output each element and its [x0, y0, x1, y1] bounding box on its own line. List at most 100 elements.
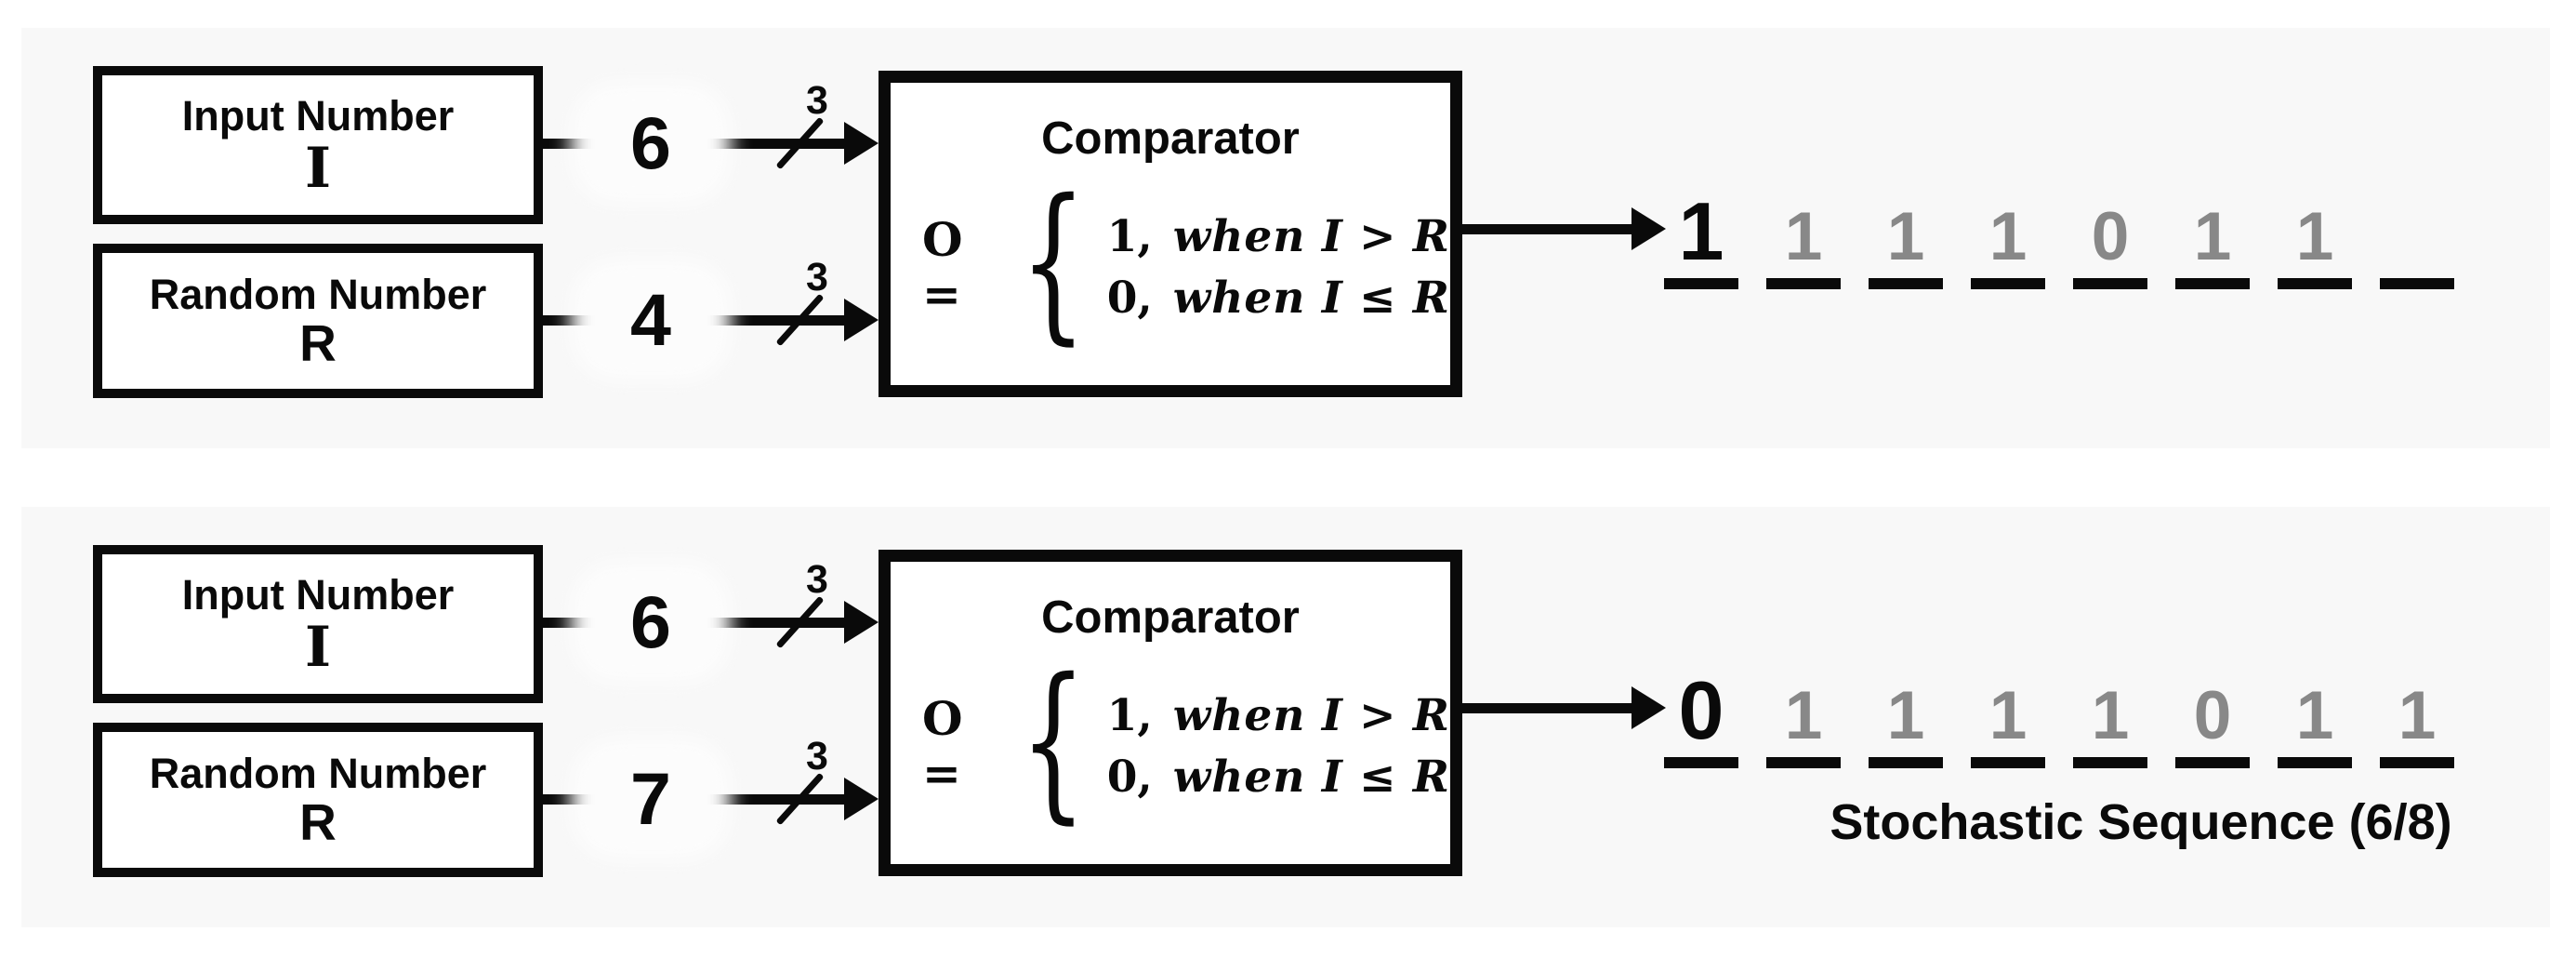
input-value: 6 — [630, 580, 671, 663]
sequence-digit: 1 — [1784, 678, 1823, 754]
case-value: 1, — [1106, 689, 1153, 741]
sequence-underscore — [1869, 278, 1943, 289]
sequence-underscore — [2073, 278, 2147, 289]
sequence-underscore — [1766, 278, 1841, 289]
sequence-slot: 0 — [2073, 175, 2147, 289]
sequence-slot: 1 — [2380, 654, 2454, 768]
random-value: 4 — [630, 278, 671, 361]
sequence-slot: 0 — [2175, 654, 2250, 768]
sequence-slot: 1 — [1766, 175, 1841, 289]
formula-case-row: 1, when I > R — [1107, 685, 1450, 746]
sequence-slot: 1 — [1664, 175, 1738, 289]
sequence-underscore — [2175, 757, 2250, 768]
sequence-slot: 1 — [2175, 175, 2250, 289]
arrowhead-icon — [844, 122, 878, 165]
sequence-digit: 1 — [2193, 199, 2232, 275]
sequence-caption: Stochastic Sequence (6/8) — [1830, 794, 2452, 850]
output-wire — [1462, 703, 1632, 713]
case-value: 0, — [1106, 272, 1153, 324]
stochastic-sequence: 1 1 1 1 0 1 1 — [1664, 175, 2454, 289]
sequence-underscore — [1971, 278, 2045, 289]
wire-value-halo — [571, 738, 731, 860]
comparator-box: Comparator O = { 1, when I > R 0, when I… — [878, 550, 1462, 876]
sequence-slot: 1 — [2073, 654, 2147, 768]
comparator-formula: O = { 1, when I > R 0, when I ≤ R — [922, 163, 1450, 360]
case-condition: when I ≤ R — [1172, 751, 1450, 803]
formula-brace-icon: { — [1019, 163, 1087, 360]
bus-width-label: 3 — [806, 77, 828, 123]
box-title: Input Number — [181, 92, 455, 140]
random-number-box: Random Number R — [93, 723, 543, 877]
sequence-underscore — [2175, 278, 2250, 289]
arrowhead-icon — [844, 778, 878, 820]
sequence-slot: 1 — [2278, 175, 2352, 289]
case-value: 0, — [1106, 751, 1153, 803]
comparator-box: Comparator O = { 1, when I > R 0, when I… — [878, 71, 1462, 397]
random-number-box: Random Number R — [93, 244, 543, 398]
sequence-digit: 1 — [2295, 678, 2334, 754]
comparator-formula: O = { 1, when I > R 0, when I ≤ R — [922, 642, 1450, 839]
sequence-underscore — [1869, 757, 1943, 768]
box-symbol: I — [304, 614, 332, 680]
comparator-title: Comparator — [1041, 113, 1300, 164]
output-wire — [1462, 224, 1632, 234]
sequence-underscore — [1766, 757, 1841, 768]
sequence-slot — [2380, 175, 2454, 289]
generation-step-panel-1: Input Number I Random Number R 6 3 4 3 C… — [21, 28, 2550, 448]
sequence-slot: 1 — [1971, 654, 2045, 768]
wire-value-halo — [571, 561, 731, 684]
arrowhead-icon — [1631, 686, 1666, 729]
wire-value-halo — [571, 82, 731, 205]
formula-case-row: 0, when I ≤ R — [1107, 746, 1450, 807]
sequence-underscore — [1664, 757, 1738, 768]
generation-step-panel-2: Input Number I Random Number R 6 3 7 3 C… — [21, 507, 2550, 927]
sequence-digit: 1 — [1988, 199, 2028, 275]
case-condition: when I ≤ R — [1172, 272, 1450, 324]
box-symbol: I — [304, 135, 332, 201]
sequence-underscore — [2278, 278, 2352, 289]
sequence-slot: 1 — [1869, 175, 1943, 289]
sequence-underscore — [2073, 757, 2147, 768]
sequence-slot: 1 — [1971, 175, 2045, 289]
box-symbol: R — [299, 314, 337, 373]
formula-output-symbol: O = — [922, 212, 966, 322]
formula-case-row: 1, when I > R — [1107, 206, 1450, 267]
sequence-slot: 1 — [1766, 654, 1841, 768]
sequence-underscore — [2380, 278, 2454, 289]
arrowhead-icon — [844, 299, 878, 341]
comparator-title: Comparator — [1041, 592, 1300, 643]
formula-case-row: 0, when I ≤ R — [1107, 267, 1450, 328]
formula-cases: 1, when I > R 0, when I ≤ R — [1107, 685, 1450, 807]
formula-brace-icon: { — [1019, 642, 1087, 839]
sequence-slot: 1 — [1869, 654, 1943, 768]
sequence-digit: 1 — [2398, 678, 2437, 754]
sequence-digit: 1 — [1886, 678, 1925, 754]
sequence-digit: 0 — [2193, 678, 2232, 754]
sequence-digit: 1 — [1784, 199, 1823, 275]
sequence-underscore — [2278, 757, 2352, 768]
input-number-box: Input Number I — [93, 66, 543, 224]
sequence-underscore — [1664, 278, 1738, 289]
bus-width-label: 3 — [806, 556, 828, 602]
sequence-digit: 1 — [2091, 678, 2130, 754]
sequence-underscore — [2380, 757, 2454, 768]
random-value: 7 — [630, 757, 671, 840]
sequence-digit: 1 — [1886, 199, 1925, 275]
box-title: Random Number — [149, 270, 487, 318]
bus-width-label: 3 — [806, 733, 828, 778]
formula-output-symbol: O = — [922, 691, 966, 801]
stochastic-sequence: 0 1 1 1 1 0 1 1 — [1664, 654, 2454, 768]
input-number-box: Input Number I — [93, 545, 543, 703]
bus-width-label: 3 — [806, 254, 828, 299]
box-title: Input Number — [181, 571, 455, 619]
sequence-slot: 1 — [2278, 654, 2352, 768]
case-value: 1, — [1106, 210, 1153, 262]
sequence-digit: 1 — [1988, 678, 2028, 754]
box-title: Random Number — [149, 749, 487, 797]
sequence-digit: 0 — [2091, 199, 2130, 275]
sequence-digit: 1 — [2295, 199, 2334, 275]
case-condition: when I > R — [1172, 210, 1450, 262]
sequence-slot: 0 — [1664, 654, 1738, 768]
wire-value-halo — [571, 259, 731, 381]
sequence-underscore — [1971, 757, 2045, 768]
